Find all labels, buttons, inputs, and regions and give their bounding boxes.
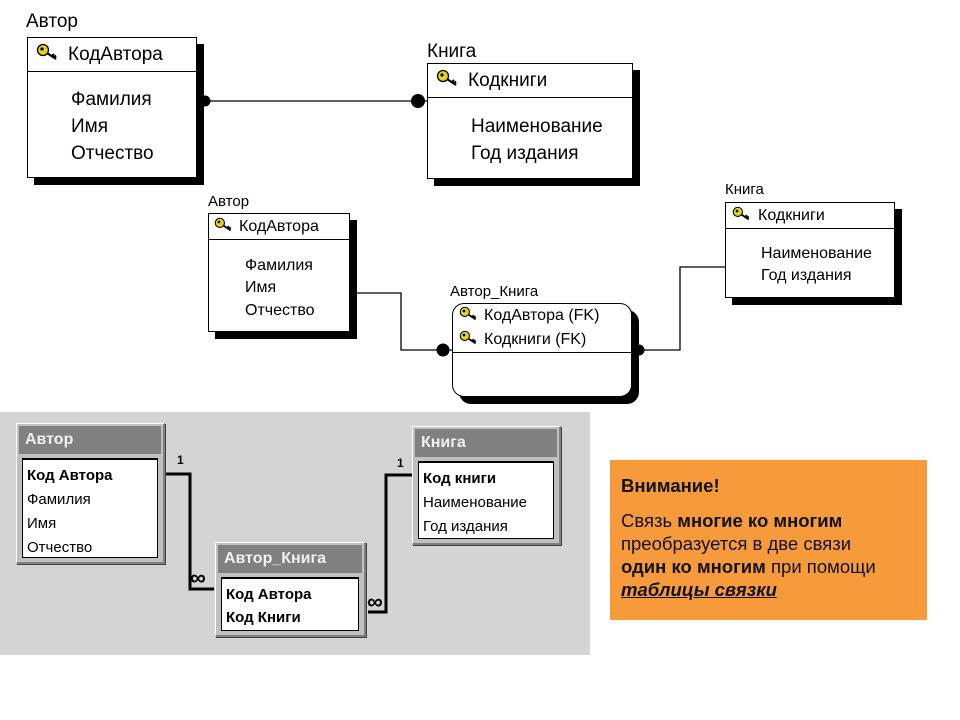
- entity-title-book: Книга: [725, 181, 764, 198]
- connector-dot: [411, 94, 425, 108]
- key-icon: [214, 216, 234, 238]
- field-item: Наименование: [471, 116, 603, 137]
- primary-key-label: Кодкниги: [758, 206, 825, 224]
- relationship-many-label: ∞: [367, 589, 383, 614]
- entity-author[interactable]: КодАвтора Фамилия Имя Отчество: [208, 213, 350, 332]
- primary-key-label: КодАвтора: [68, 43, 163, 65]
- entity-author-book-link[interactable]: КодАвтора (FK) Кодкниги (FK): [452, 303, 632, 397]
- table-title[interactable]: Автор: [19, 426, 161, 454]
- note-heading: Внимание!: [621, 475, 720, 496]
- field-item: Год издания: [471, 143, 579, 164]
- foreign-key-label: Кодкниги (FK): [484, 331, 587, 348]
- relationship-one-label: 1: [397, 456, 404, 470]
- field-item[interactable]: Код книги: [423, 470, 497, 487]
- attention-note: Внимание! Связь многие ко многим преобра…: [610, 460, 927, 620]
- table-book[interactable]: Книга Код книги Наименование Год издания: [412, 426, 561, 545]
- entity-title-author: Автор: [208, 193, 250, 210]
- relationship-lines: [165, 472, 413, 614]
- relationship-one-label: 1: [177, 453, 184, 467]
- field-item: Год издания: [761, 267, 852, 284]
- connector-dot: [633, 344, 645, 356]
- note-text-bold: один ко многим: [621, 556, 766, 577]
- entity-title-author: Автор: [26, 11, 78, 32]
- connector-author-link: [349, 292, 452, 351]
- key-icon: [459, 329, 479, 351]
- connector-dot: [199, 95, 211, 107]
- field-list[interactable]: Код Автора Фамилия Имя Отчество: [22, 458, 158, 558]
- primary-key-row: Кодкниги: [726, 203, 894, 229]
- field-item: Отчество: [71, 143, 154, 164]
- foreign-key-label: КодАвтора (FK): [484, 307, 600, 324]
- entity-title-book: Книга: [427, 41, 477, 62]
- primary-key-row: КодАвтора: [209, 214, 349, 240]
- field-item[interactable]: Код Автора: [226, 586, 312, 603]
- field-item: Наименование: [761, 245, 872, 262]
- field-item[interactable]: Отчество: [27, 539, 93, 556]
- note-text-part: преобразуется в две связи: [621, 533, 852, 554]
- relationship-many-label: ∞: [190, 565, 206, 590]
- note-text-part: при помощи: [765, 556, 876, 577]
- entity-title-link: Автор_Книга: [450, 283, 539, 300]
- primary-key-row: Кодкниги: [428, 64, 632, 98]
- field-item: Фамилия: [245, 257, 313, 274]
- primary-key-label: КодАвтора: [239, 217, 319, 235]
- field-item: Отчество: [245, 302, 315, 319]
- key-icon: [436, 68, 460, 94]
- field-item[interactable]: Наименование: [423, 494, 527, 511]
- key-icon: [459, 305, 479, 327]
- table-title[interactable]: Автор_Книга: [218, 545, 362, 573]
- key-icon: [36, 42, 60, 68]
- entity-author[interactable]: КодАвтора Фамилия Имя Отчество: [27, 37, 197, 178]
- field-item[interactable]: Фамилия: [27, 491, 91, 508]
- field-list[interactable]: Код Автора Код Книги: [221, 577, 359, 631]
- field-item: Имя: [71, 116, 109, 137]
- field-item: Имя: [245, 279, 277, 296]
- note-highlight-link[interactable]: таблицы связки: [621, 579, 777, 600]
- connector-dot: [436, 343, 450, 357]
- table-author[interactable]: Автор Код Автора Фамилия Имя Отчество: [16, 423, 165, 564]
- foreign-key-row: КодАвтора (FK): [453, 304, 631, 328]
- connector-book-link: [632, 266, 726, 351]
- field-item[interactable]: Имя: [27, 515, 57, 532]
- note-text-part: Связь: [621, 510, 678, 531]
- field-item[interactable]: Код Автора: [27, 467, 113, 484]
- entity-book[interactable]: Кодкниги Наименование Год издания: [427, 63, 633, 179]
- table-title[interactable]: Книга: [415, 429, 557, 457]
- note-text-bold: многие ко многим: [677, 510, 843, 531]
- field-list[interactable]: Код книги Наименование Год издания: [418, 461, 554, 539]
- note-text: Связь многие ко многим преобразуется в д…: [621, 509, 921, 601]
- key-icon: [732, 205, 752, 227]
- primary-key-row: КодАвтора: [28, 38, 196, 72]
- entity-book[interactable]: Кодкниги Наименование Год издания: [725, 202, 895, 298]
- primary-key-label: Кодкниги: [468, 69, 548, 91]
- field-item[interactable]: Год издания: [423, 518, 508, 535]
- foreign-key-row: Кодкниги (FK): [453, 328, 631, 353]
- table-author-book[interactable]: Автор_Книга Код Автора Код Книги: [215, 542, 366, 637]
- field-item[interactable]: Код Книги: [226, 609, 301, 626]
- field-item: Фамилия: [71, 89, 152, 110]
